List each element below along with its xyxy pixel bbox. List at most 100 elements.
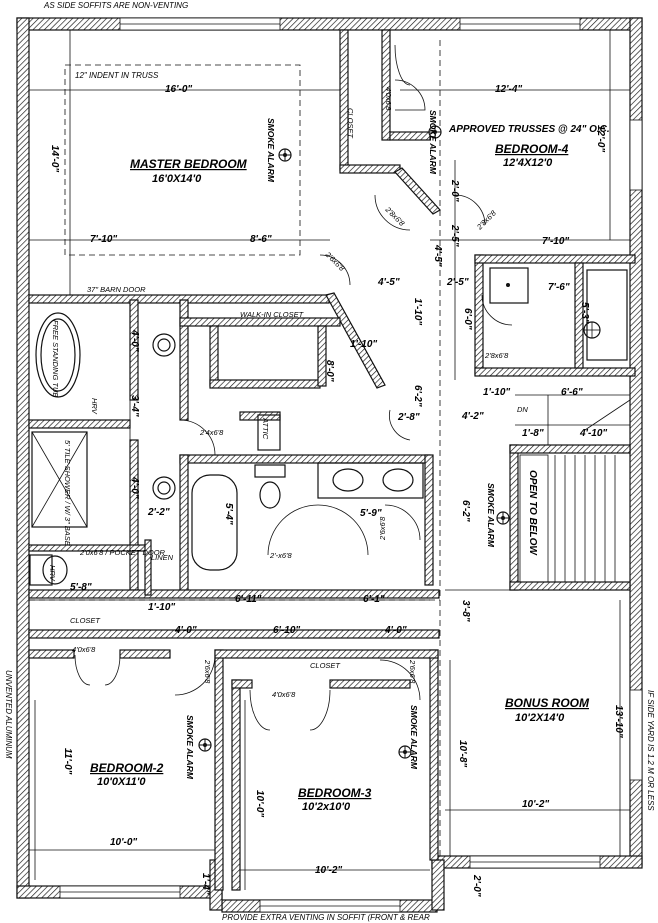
door-swings xyxy=(74,44,513,731)
dimension: 2'-0" xyxy=(471,874,482,897)
stair-treads xyxy=(515,394,631,583)
door-label: 2'4x6'8 xyxy=(199,428,224,437)
dimension: 13'-10" xyxy=(613,705,624,738)
dimension: 4'-0" xyxy=(129,476,140,499)
dimension: 12'-0" xyxy=(595,125,606,152)
door-label: 2'8x6'8 xyxy=(383,204,407,228)
dimension: 1'-4" xyxy=(200,873,211,895)
door-label: 4'0x6'8 xyxy=(272,690,296,699)
dimension: 2'-5" xyxy=(446,277,469,288)
dimension: 1'-10" xyxy=(148,602,175,613)
room-name-bed2: BEDROOM-2 xyxy=(90,761,164,775)
smoke-alarm-icon xyxy=(496,511,510,525)
dimension: 4'-2" xyxy=(461,411,484,422)
dimension: 4'-0" xyxy=(384,625,407,636)
dimension: 7'-10" xyxy=(90,234,117,245)
dimension: 8'-0" xyxy=(324,360,335,382)
dimension: 1'-8" xyxy=(522,428,544,439)
room-name-bonus: BONUS ROOM xyxy=(505,696,590,710)
room-size-bonus: 10'2X14'0 xyxy=(515,712,565,724)
room-size-master: 16'0X14'0 xyxy=(152,173,202,185)
room-size-bed4: 12'4X12'0 xyxy=(503,157,553,169)
dimension: 16'-0" xyxy=(165,84,192,95)
smoke-alarm-label: SMOKE ALARM xyxy=(266,118,276,183)
tub-fixture xyxy=(35,312,81,398)
dimension: 6'-2" xyxy=(412,385,423,407)
dimension: 5'-9" xyxy=(360,508,382,519)
smoke-alarm-icon xyxy=(198,738,212,752)
dimension: 5'-4" xyxy=(223,503,234,525)
room-name-bed3: BEDROOM-3 xyxy=(298,786,372,800)
smoke-alarm-label: SMOKE ALARM xyxy=(185,715,195,780)
door-label: 2'6x6'8 xyxy=(408,659,417,684)
pocket-door-label: 2'0x6'8 / POCKET DOOR xyxy=(79,548,166,557)
smoke-alarm-icon xyxy=(278,148,292,162)
dimension: 6'-11" xyxy=(235,594,262,605)
dimension: 2'-8" xyxy=(397,412,420,423)
dimension: 6'-10" xyxy=(273,625,300,636)
dimension-lines xyxy=(29,30,630,890)
indent-note: 12" INDENT IN TRUSS xyxy=(75,71,159,80)
dimension: 10'-2" xyxy=(315,865,342,876)
smoke-alarm-symbols xyxy=(198,125,510,759)
dimension: 1'-10" xyxy=(412,298,423,325)
dimension: 6'-2" xyxy=(460,500,471,522)
dimension: 4'-5" xyxy=(377,277,400,288)
dimension: 12'-4" xyxy=(495,84,522,95)
tub-label: FREE STANDING TUB xyxy=(51,320,60,397)
door-label: 2'6x6'8 xyxy=(203,659,212,684)
interior-walls xyxy=(28,29,636,891)
windows xyxy=(59,17,643,913)
open-to-below-label: OPEN TO BELOW xyxy=(527,470,538,556)
dimension: 5'-3" xyxy=(579,302,590,324)
dimension: 4'-0" xyxy=(174,625,197,636)
dimension: 10'-2" xyxy=(522,799,549,810)
door-label: 4'0x6'8 xyxy=(72,645,96,654)
dimension: 10'-0" xyxy=(254,790,265,817)
walk-in-closet-label: WALK-IN CLOSET xyxy=(240,310,305,319)
dimension: 4'-5" xyxy=(432,244,443,267)
dimension: 10'-8" xyxy=(457,740,468,767)
linen-label: LINEN xyxy=(151,553,174,562)
shower-fixture xyxy=(31,431,88,528)
door-label: 2'8x6'8 xyxy=(474,208,498,232)
attic-label: ATTIC xyxy=(261,417,270,440)
smoke-alarm-label: SMOKE ALARM xyxy=(428,110,438,175)
room-size-bed2: 10'0X11'0 xyxy=(97,776,146,788)
smoke-alarm-label: SMOKE ALARM xyxy=(409,705,419,770)
down-label: DN xyxy=(517,405,528,414)
door-label: 2'-x6'8 xyxy=(269,551,292,560)
right-margin-note: IF SIDE YARD IS 1.2 M OR LESS xyxy=(646,690,655,811)
dimension: 2'-0" xyxy=(449,179,460,202)
hrv-label: HRV xyxy=(90,398,99,415)
dimension: 5'-8" xyxy=(70,582,92,593)
top-note: AS SIDE SOFFITS ARE NON-VENTING xyxy=(43,1,188,10)
door-label: 4'0x6'8 xyxy=(384,87,393,111)
barn-door-label: 37" BARN DOOR xyxy=(87,285,146,294)
left-margin-note: UNVENTED ALUMINUM xyxy=(4,670,13,759)
truss-note: APPROVED TRUSSES @ 24" O.C. xyxy=(448,124,610,135)
dimension: 6'-1" xyxy=(363,594,385,605)
dimension: 3'-4" xyxy=(129,395,140,417)
dimension: 4'-10" xyxy=(579,428,607,439)
dimension: 1'-10" xyxy=(350,339,377,350)
dimension: 14'-0" xyxy=(49,145,60,172)
room-name-master: MASTER BEDROOM xyxy=(130,157,248,171)
dimension: 10'-0" xyxy=(110,837,137,848)
fixtures xyxy=(29,267,628,586)
dimension: 3'-8" xyxy=(460,600,471,622)
dimension: 2'-2" xyxy=(147,507,170,518)
dimension: 8'-6" xyxy=(250,234,272,245)
bottom-note: PROVIDE EXTRA VENTING IN SOFFIT (FRONT &… xyxy=(222,913,430,922)
hrv-label: HRV xyxy=(48,565,57,582)
room-name-bed4: BEDROOM-4 xyxy=(495,142,569,156)
dimension: 6'-0" xyxy=(462,308,473,330)
smoke-alarm-label: SMOKE ALARM xyxy=(486,483,496,548)
dimension: 7'-10" xyxy=(542,236,569,247)
door-label: 2'6x6'8 xyxy=(378,516,387,541)
closet-label: CLOSET xyxy=(70,616,101,625)
dimension: 4'-0" xyxy=(129,329,140,352)
closet-label: CLOSET xyxy=(346,108,355,139)
door-label: 2'8x6'8 xyxy=(484,351,509,360)
